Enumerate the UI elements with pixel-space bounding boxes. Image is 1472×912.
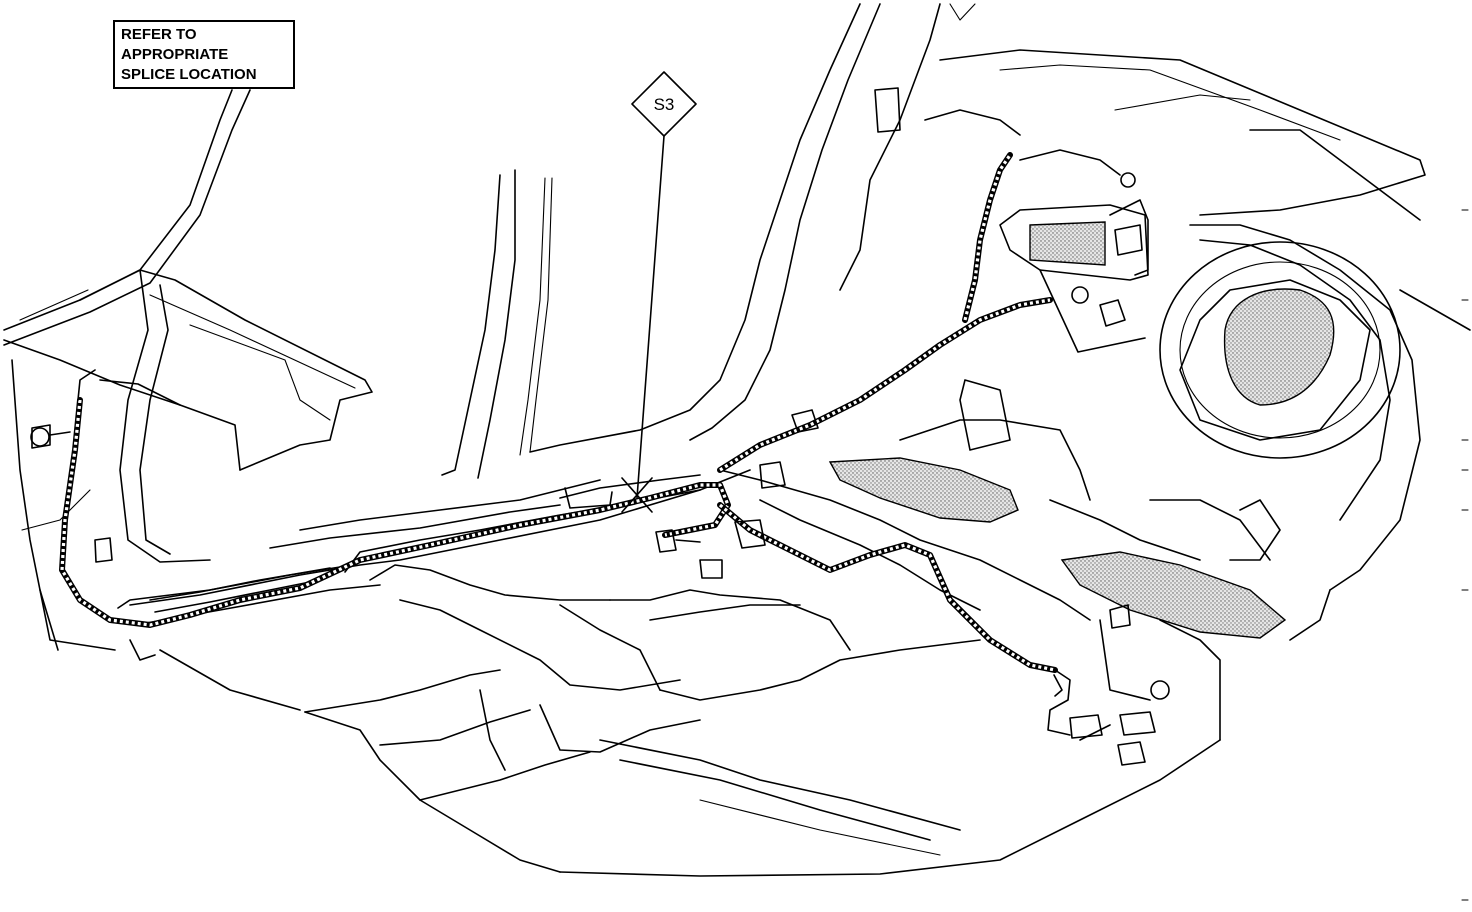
rocker-sill bbox=[117, 474, 701, 661]
edge-marks bbox=[1461, 209, 1469, 901]
spare-tire-well bbox=[1159, 241, 1401, 459]
control-module bbox=[999, 149, 1149, 353]
callout-line-3: SPLICE LOCATION bbox=[121, 66, 257, 83]
floor-pan bbox=[129, 379, 1281, 877]
harness-connectors bbox=[30, 409, 1170, 766]
center-pillar-structure bbox=[441, 3, 976, 479]
floor-recess-left bbox=[828, 457, 1019, 523]
callout-line-1: REFER TO bbox=[121, 26, 197, 43]
wire-harness bbox=[59, 152, 1111, 741]
left-pillar-structure bbox=[3, 89, 373, 651]
floor-recess-right bbox=[1060, 551, 1287, 639]
callout-line-2: APPROPRIATE bbox=[121, 46, 229, 63]
splice-s3-marker: S3 bbox=[621, 71, 697, 513]
splice-s3-label: S3 bbox=[654, 95, 675, 114]
refer-to-splice-callout: REFER TO APPROPRIATE SPLICE LOCATION bbox=[113, 20, 295, 89]
rear-quarter-structure bbox=[924, 49, 1471, 641]
